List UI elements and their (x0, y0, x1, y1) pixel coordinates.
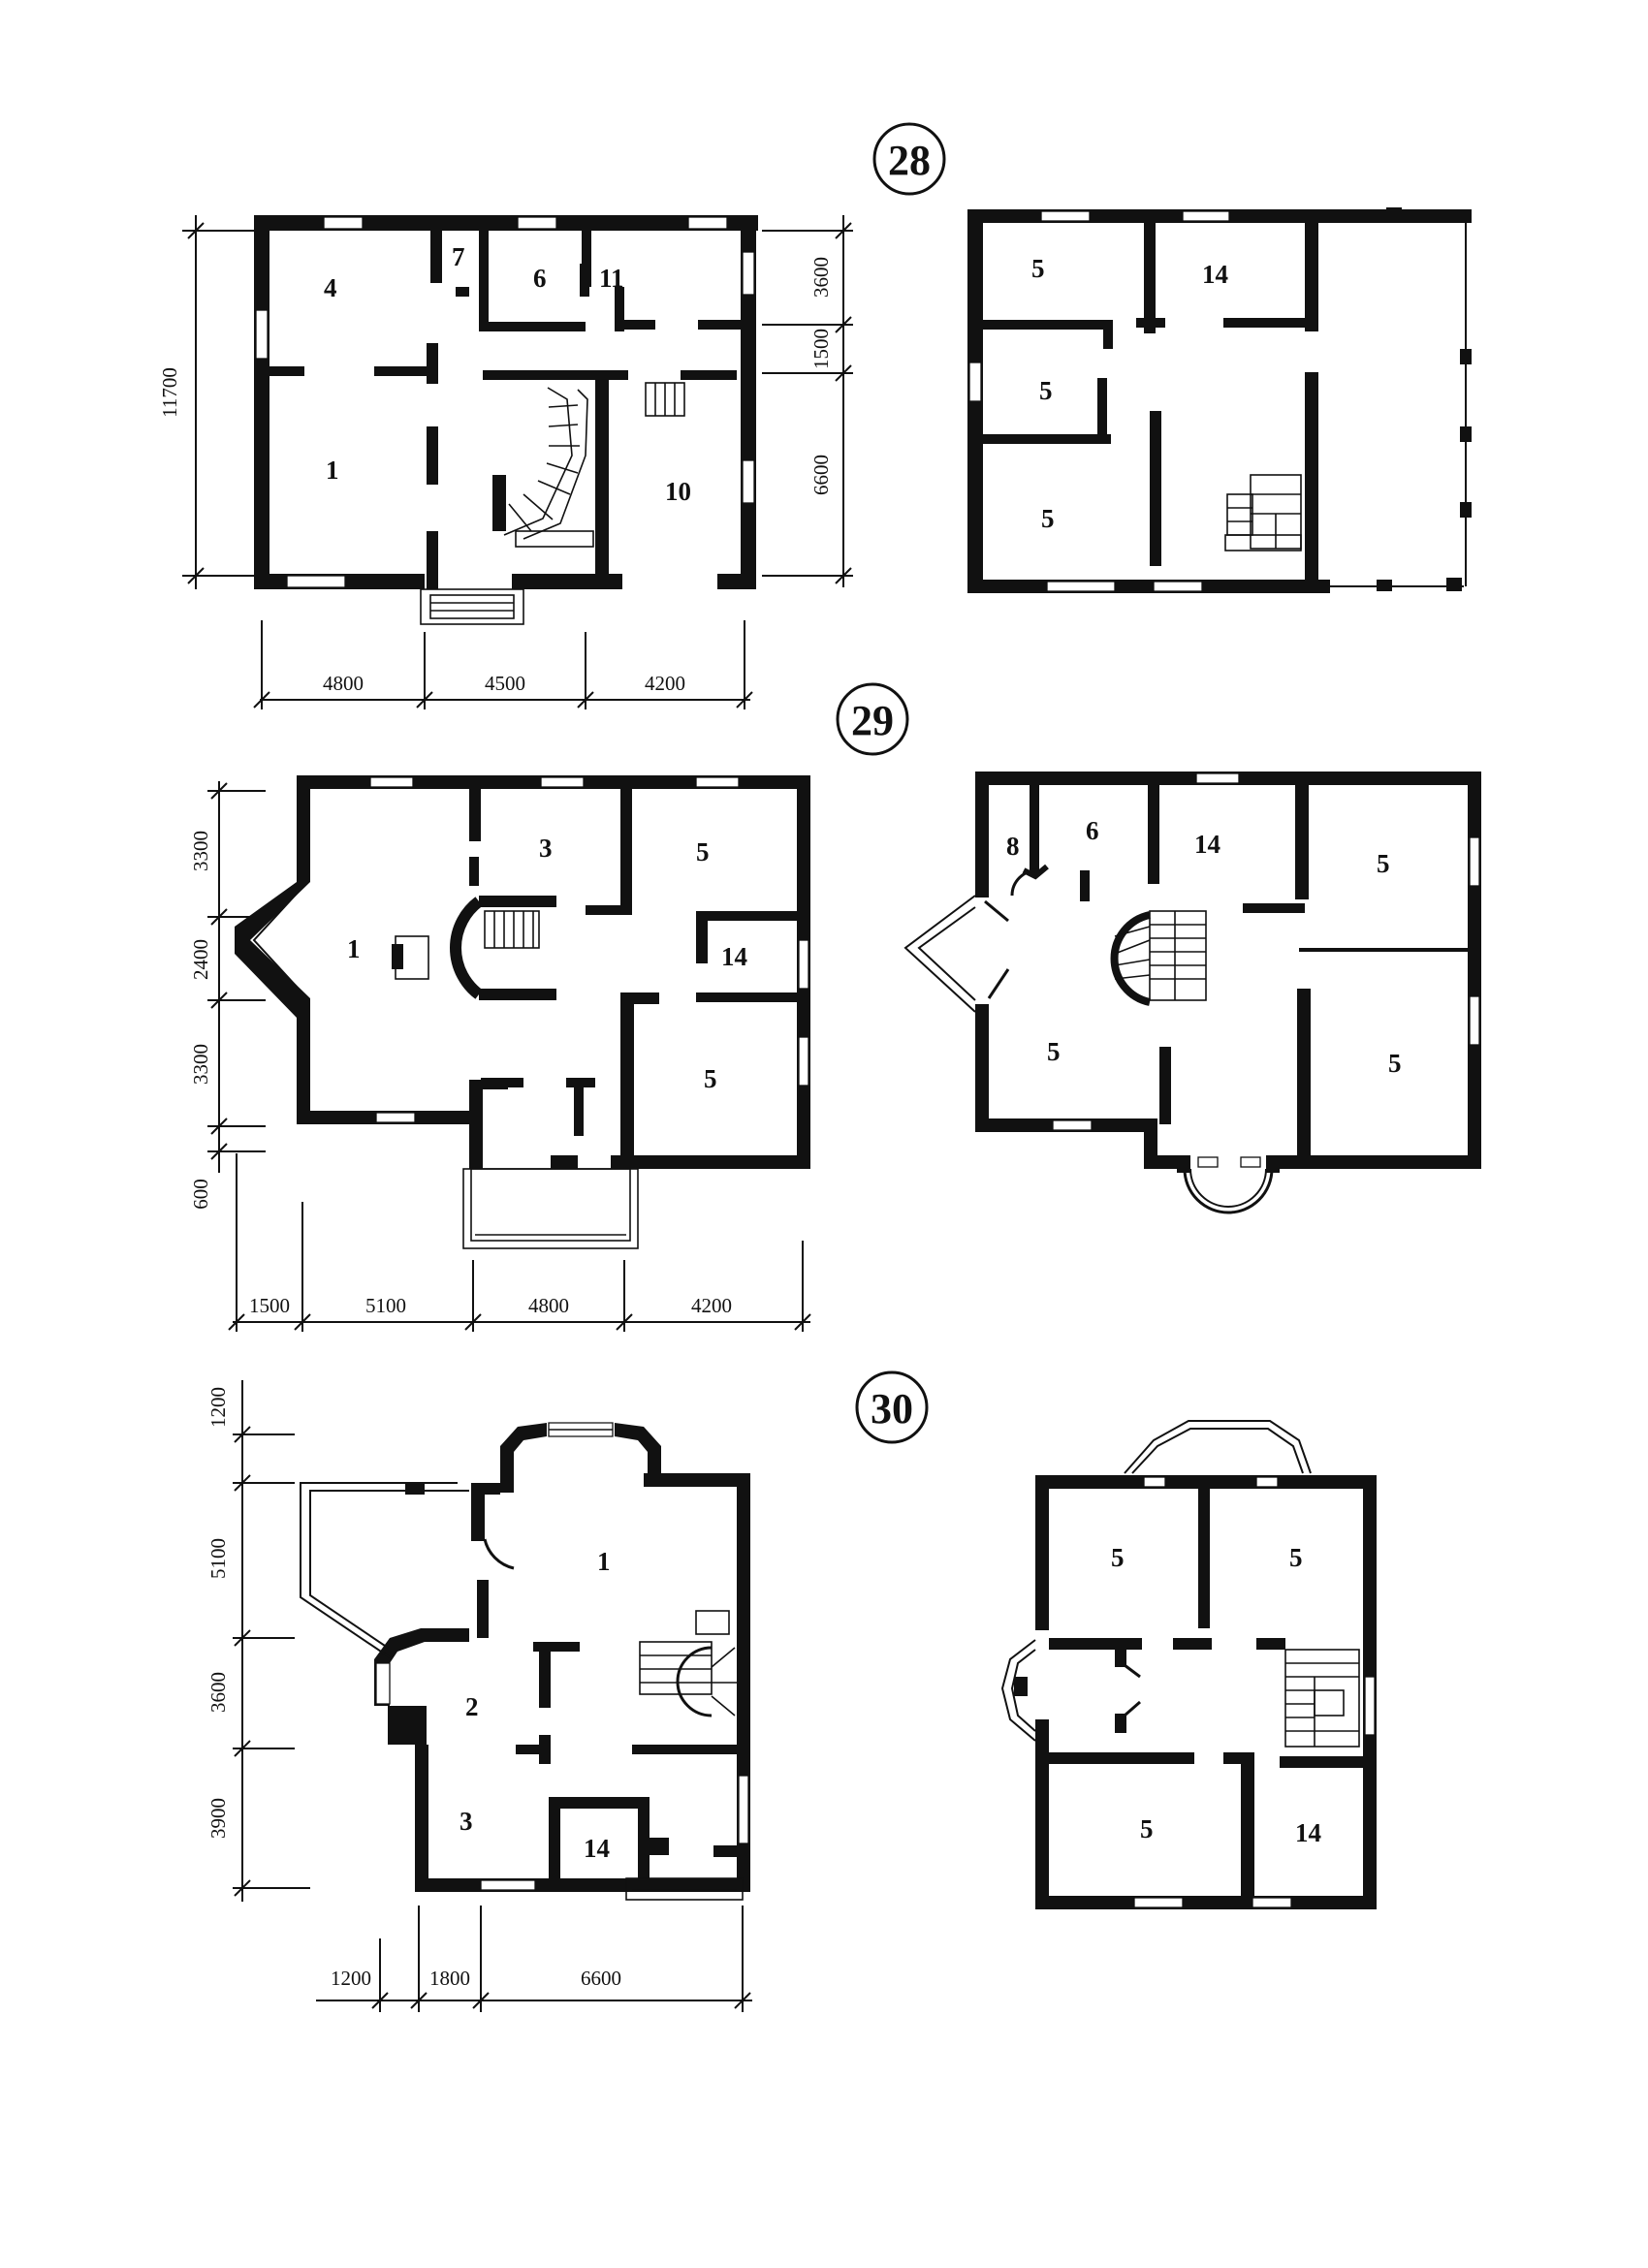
room-label: 5 (1388, 1049, 1402, 1078)
room-label: 5 (696, 837, 710, 866)
room-label: 14 (1295, 1818, 1321, 1847)
dimension-label: 3300 (189, 1044, 212, 1085)
room-label: 5 (1031, 254, 1045, 283)
project-number-badge: 28 (872, 122, 946, 196)
room-label: 4 (324, 273, 337, 302)
dimension-label: 3900 (206, 1798, 230, 1839)
dimension-label: 4200 (691, 1294, 732, 1317)
project-29: 29 (189, 682, 1481, 1332)
dimension-label: 5100 (365, 1294, 406, 1317)
room-label: 5 (1041, 504, 1055, 533)
dimension-label: 5100 (206, 1538, 230, 1579)
dimension-label: 2400 (189, 939, 212, 980)
dimension-label: 6600 (581, 1967, 621, 1990)
dimension-label: 1200 (331, 1967, 371, 1990)
room-label: 2 (465, 1692, 479, 1721)
plan-30-floor-1: 1 2 3 14 (300, 1422, 750, 1901)
room-label: 5 (1140, 1814, 1154, 1843)
room-label: 5 (1047, 1037, 1061, 1066)
room-label: 5 (1039, 376, 1053, 405)
dimension-label: 4500 (485, 672, 525, 695)
plan-29-floor-1: 3 5 1 14 5 (235, 775, 810, 1249)
room-label: 3 (460, 1807, 473, 1836)
room-label: 7 (452, 242, 465, 271)
room-label: 6 (533, 264, 547, 293)
room-label: 5 (1377, 849, 1390, 878)
room-label: 6 (1086, 816, 1099, 845)
room-label: 14 (584, 1834, 610, 1863)
room-label: 14 (721, 942, 747, 971)
dimension-label: 1800 (429, 1967, 470, 1990)
dimension-label: 3600 (809, 257, 833, 298)
room-label: 1 (326, 456, 339, 485)
room-label: 11 (599, 264, 624, 293)
project-number: 29 (851, 697, 894, 744)
plan-29-dimensions: 3300 2400 3300 600 1500 5100 4800 4200 (189, 781, 811, 1332)
project-number: 30 (871, 1385, 913, 1433)
room-label: 5 (1289, 1543, 1303, 1572)
dimension-label: 3600 (206, 1672, 230, 1713)
dimension-label: 1500 (809, 329, 833, 369)
dimension-label: 4200 (645, 672, 685, 695)
dimension-label: 1500 (249, 1294, 290, 1317)
room-label: 1 (597, 1547, 611, 1576)
dimension-label: 3300 (189, 831, 212, 871)
project-number-badge: 30 (855, 1370, 929, 1444)
room-label: 14 (1202, 260, 1228, 289)
room-label: 5 (1111, 1543, 1125, 1572)
plan-28-floor-2: 5 14 5 5 (967, 207, 1472, 593)
room-label: 8 (1006, 832, 1020, 861)
project-number: 28 (888, 137, 931, 184)
room-label: 14 (1194, 830, 1220, 859)
room-label: 3 (539, 834, 553, 863)
project-28: 28 (158, 122, 1472, 709)
plan-30-floor-2: 5 5 5 14 (1000, 1420, 1377, 1909)
dimension-label: 4800 (528, 1294, 569, 1317)
dimension-label: 1200 (206, 1387, 230, 1428)
dimension-label: 4800 (323, 672, 364, 695)
plan-29-floor-2: 8 6 14 5 5 5 (903, 772, 1481, 1214)
project-30: 30 (206, 1370, 1377, 2012)
plan-28-dimensions: 11700 3600 1500 6600 4800 4500 4200 (158, 215, 853, 709)
plan-28-floor-1: 4 7 6 11 1 10 (254, 215, 758, 625)
room-label: 1 (347, 934, 361, 963)
dimension-label: 600 (189, 1179, 212, 1210)
project-number-badge: 29 (836, 682, 909, 756)
room-label: 10 (665, 477, 691, 506)
room-label: 5 (704, 1064, 717, 1093)
dimension-label: 6600 (809, 455, 833, 495)
dimension-label: 11700 (158, 367, 181, 418)
plan-30-dimensions: 1200 5100 3600 3900 1200 1800 6600 (206, 1380, 752, 2012)
